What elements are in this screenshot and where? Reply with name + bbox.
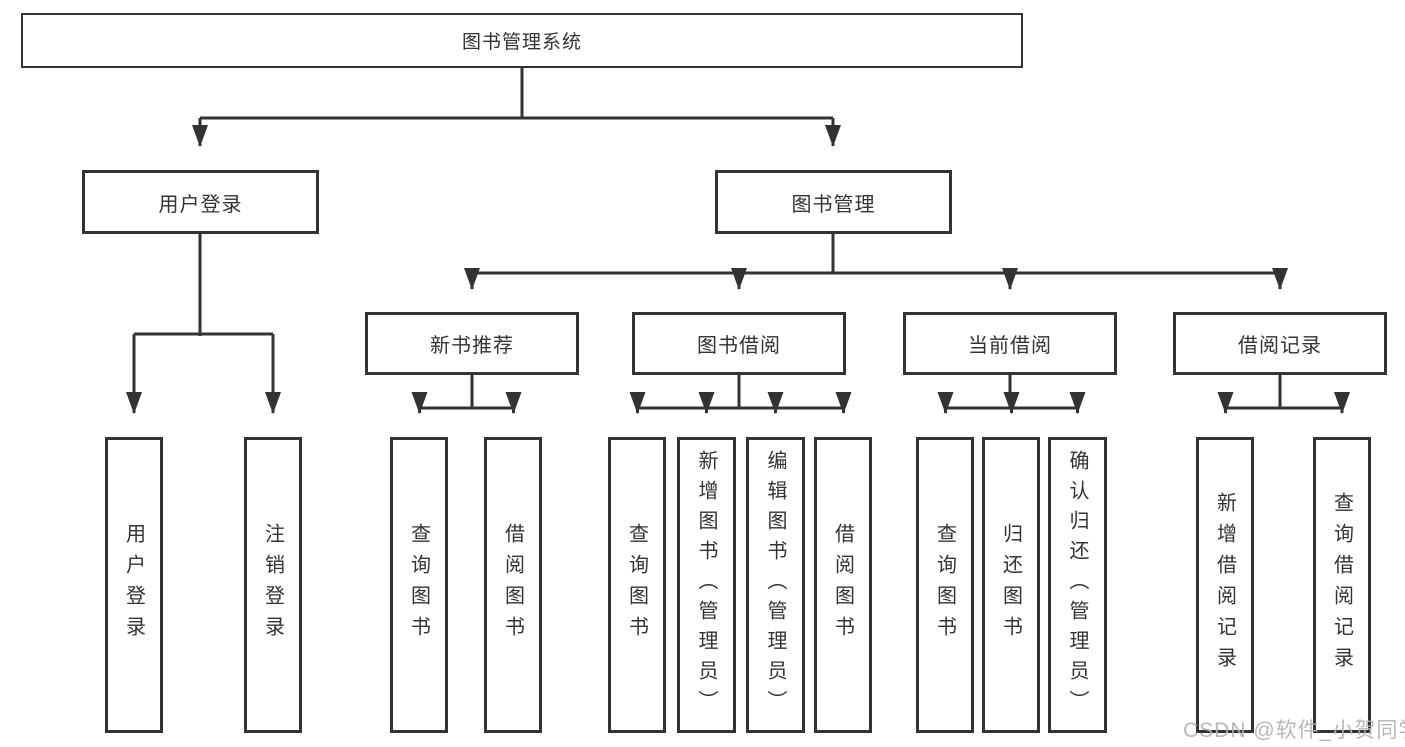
leaf-confirm-return-admin-label: 确认归还（管理员） bbox=[1066, 450, 1088, 720]
node-book-borrowing: 图书借阅 bbox=[632, 312, 846, 375]
leaf-logout-label: 注销登录 bbox=[261, 523, 284, 647]
node-new-book-recommendation: 新书推荐 bbox=[365, 312, 579, 375]
leaf-query-books-3: 查询图书 bbox=[916, 437, 974, 733]
leaf-query-borrow-record: 查询借阅记录 bbox=[1313, 437, 1371, 733]
leaf-query-books-1-label: 查询图书 bbox=[407, 523, 430, 647]
node-borrowing-records: 借阅记录 bbox=[1173, 312, 1387, 375]
node-user-login-label: 用户登录 bbox=[158, 193, 243, 216]
node-current-borrowing: 当前借阅 bbox=[903, 312, 1117, 375]
leaf-add-book-admin-label: 新增图书（管理员） bbox=[695, 450, 717, 720]
leaf-edit-book-admin: 编辑图书（管理员） bbox=[746, 437, 805, 733]
leaf-query-books-3-label: 查询图书 bbox=[933, 523, 956, 647]
node-library-management-system: 图书管理系统 bbox=[21, 13, 1023, 68]
leaf-query-books-2: 查询图书 bbox=[608, 437, 666, 733]
node-book-management: 图书管理 bbox=[715, 170, 952, 234]
leaf-return-books: 归还图书 bbox=[982, 437, 1040, 733]
node-user-login: 用户登录 bbox=[82, 170, 319, 234]
leaf-add-borrow-record-label: 新增借阅记录 bbox=[1213, 492, 1236, 678]
leaf-borrow-books-2-label: 借阅图书 bbox=[831, 523, 854, 647]
leaf-add-book-admin: 新增图书（管理员） bbox=[677, 437, 736, 733]
leaf-confirm-return-admin: 确认归还（管理员） bbox=[1048, 437, 1107, 733]
leaf-query-books-1: 查询图书 bbox=[390, 437, 448, 733]
leaf-return-books-label: 归还图书 bbox=[999, 523, 1022, 647]
leaf-logout: 注销登录 bbox=[244, 437, 302, 733]
leaf-user-login-label: 用户登录 bbox=[122, 523, 145, 647]
leaf-query-books-2-label: 查询图书 bbox=[625, 523, 648, 647]
leaf-borrow-books-1-label: 借阅图书 bbox=[501, 523, 524, 647]
node-book-borrowing-label: 图书借阅 bbox=[697, 335, 781, 357]
leaf-add-borrow-record: 新增借阅记录 bbox=[1196, 437, 1254, 733]
watermark: CSDN @软件_小贺同学 bbox=[1183, 719, 1405, 742]
leaf-borrow-books-2: 借阅图书 bbox=[814, 437, 872, 733]
connector-arrows bbox=[126, 118, 1350, 414]
node-library-management-system-label: 图书管理系统 bbox=[461, 32, 582, 53]
node-new-book-recommendation-label: 新书推荐 bbox=[430, 335, 514, 357]
node-book-management-label: 图书管理 bbox=[791, 193, 876, 216]
leaf-borrow-books-1: 借阅图书 bbox=[484, 437, 542, 733]
leaf-user-login: 用户登录 bbox=[105, 437, 163, 733]
node-borrowing-records-label: 借阅记录 bbox=[1238, 335, 1322, 357]
leaf-edit-book-admin-label: 编辑图书（管理员） bbox=[764, 450, 786, 720]
leaf-query-borrow-record-label: 查询借阅记录 bbox=[1330, 492, 1353, 678]
node-current-borrowing-label: 当前借阅 bbox=[968, 335, 1052, 357]
